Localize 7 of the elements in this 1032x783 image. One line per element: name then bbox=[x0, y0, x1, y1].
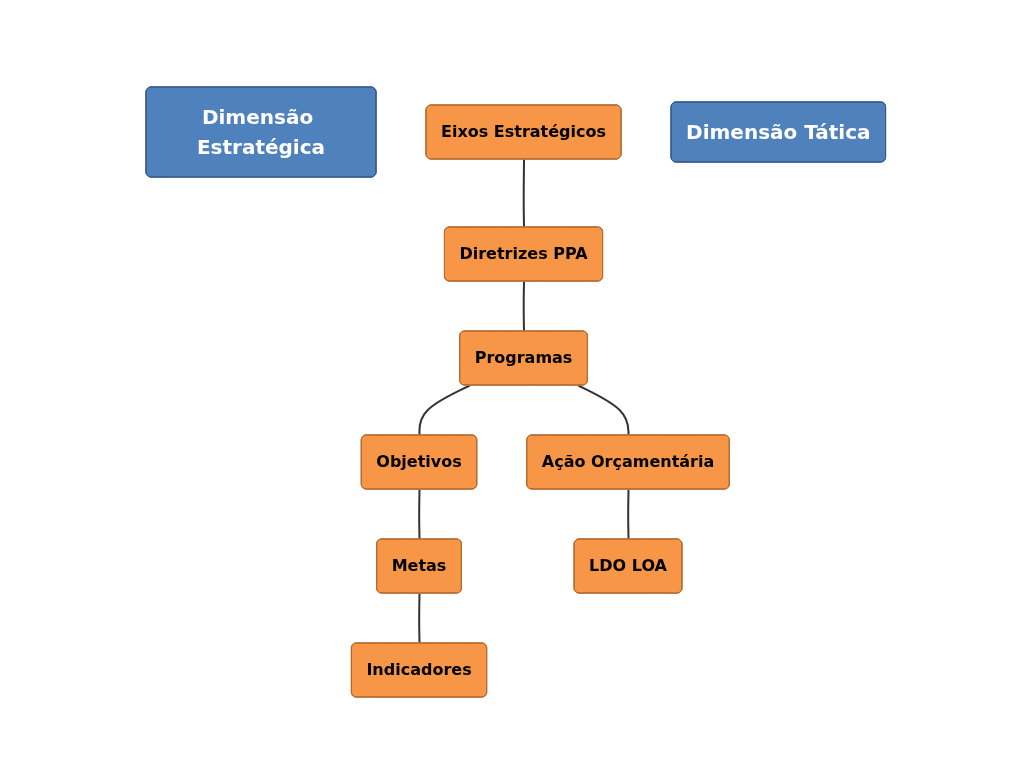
connector bbox=[577, 384, 630, 436]
connector bbox=[627, 488, 630, 540]
connector bbox=[522, 158, 526, 228]
connector bbox=[418, 488, 421, 540]
connector bbox=[418, 384, 471, 436]
connector bbox=[522, 280, 526, 332]
connector bbox=[418, 592, 421, 644]
